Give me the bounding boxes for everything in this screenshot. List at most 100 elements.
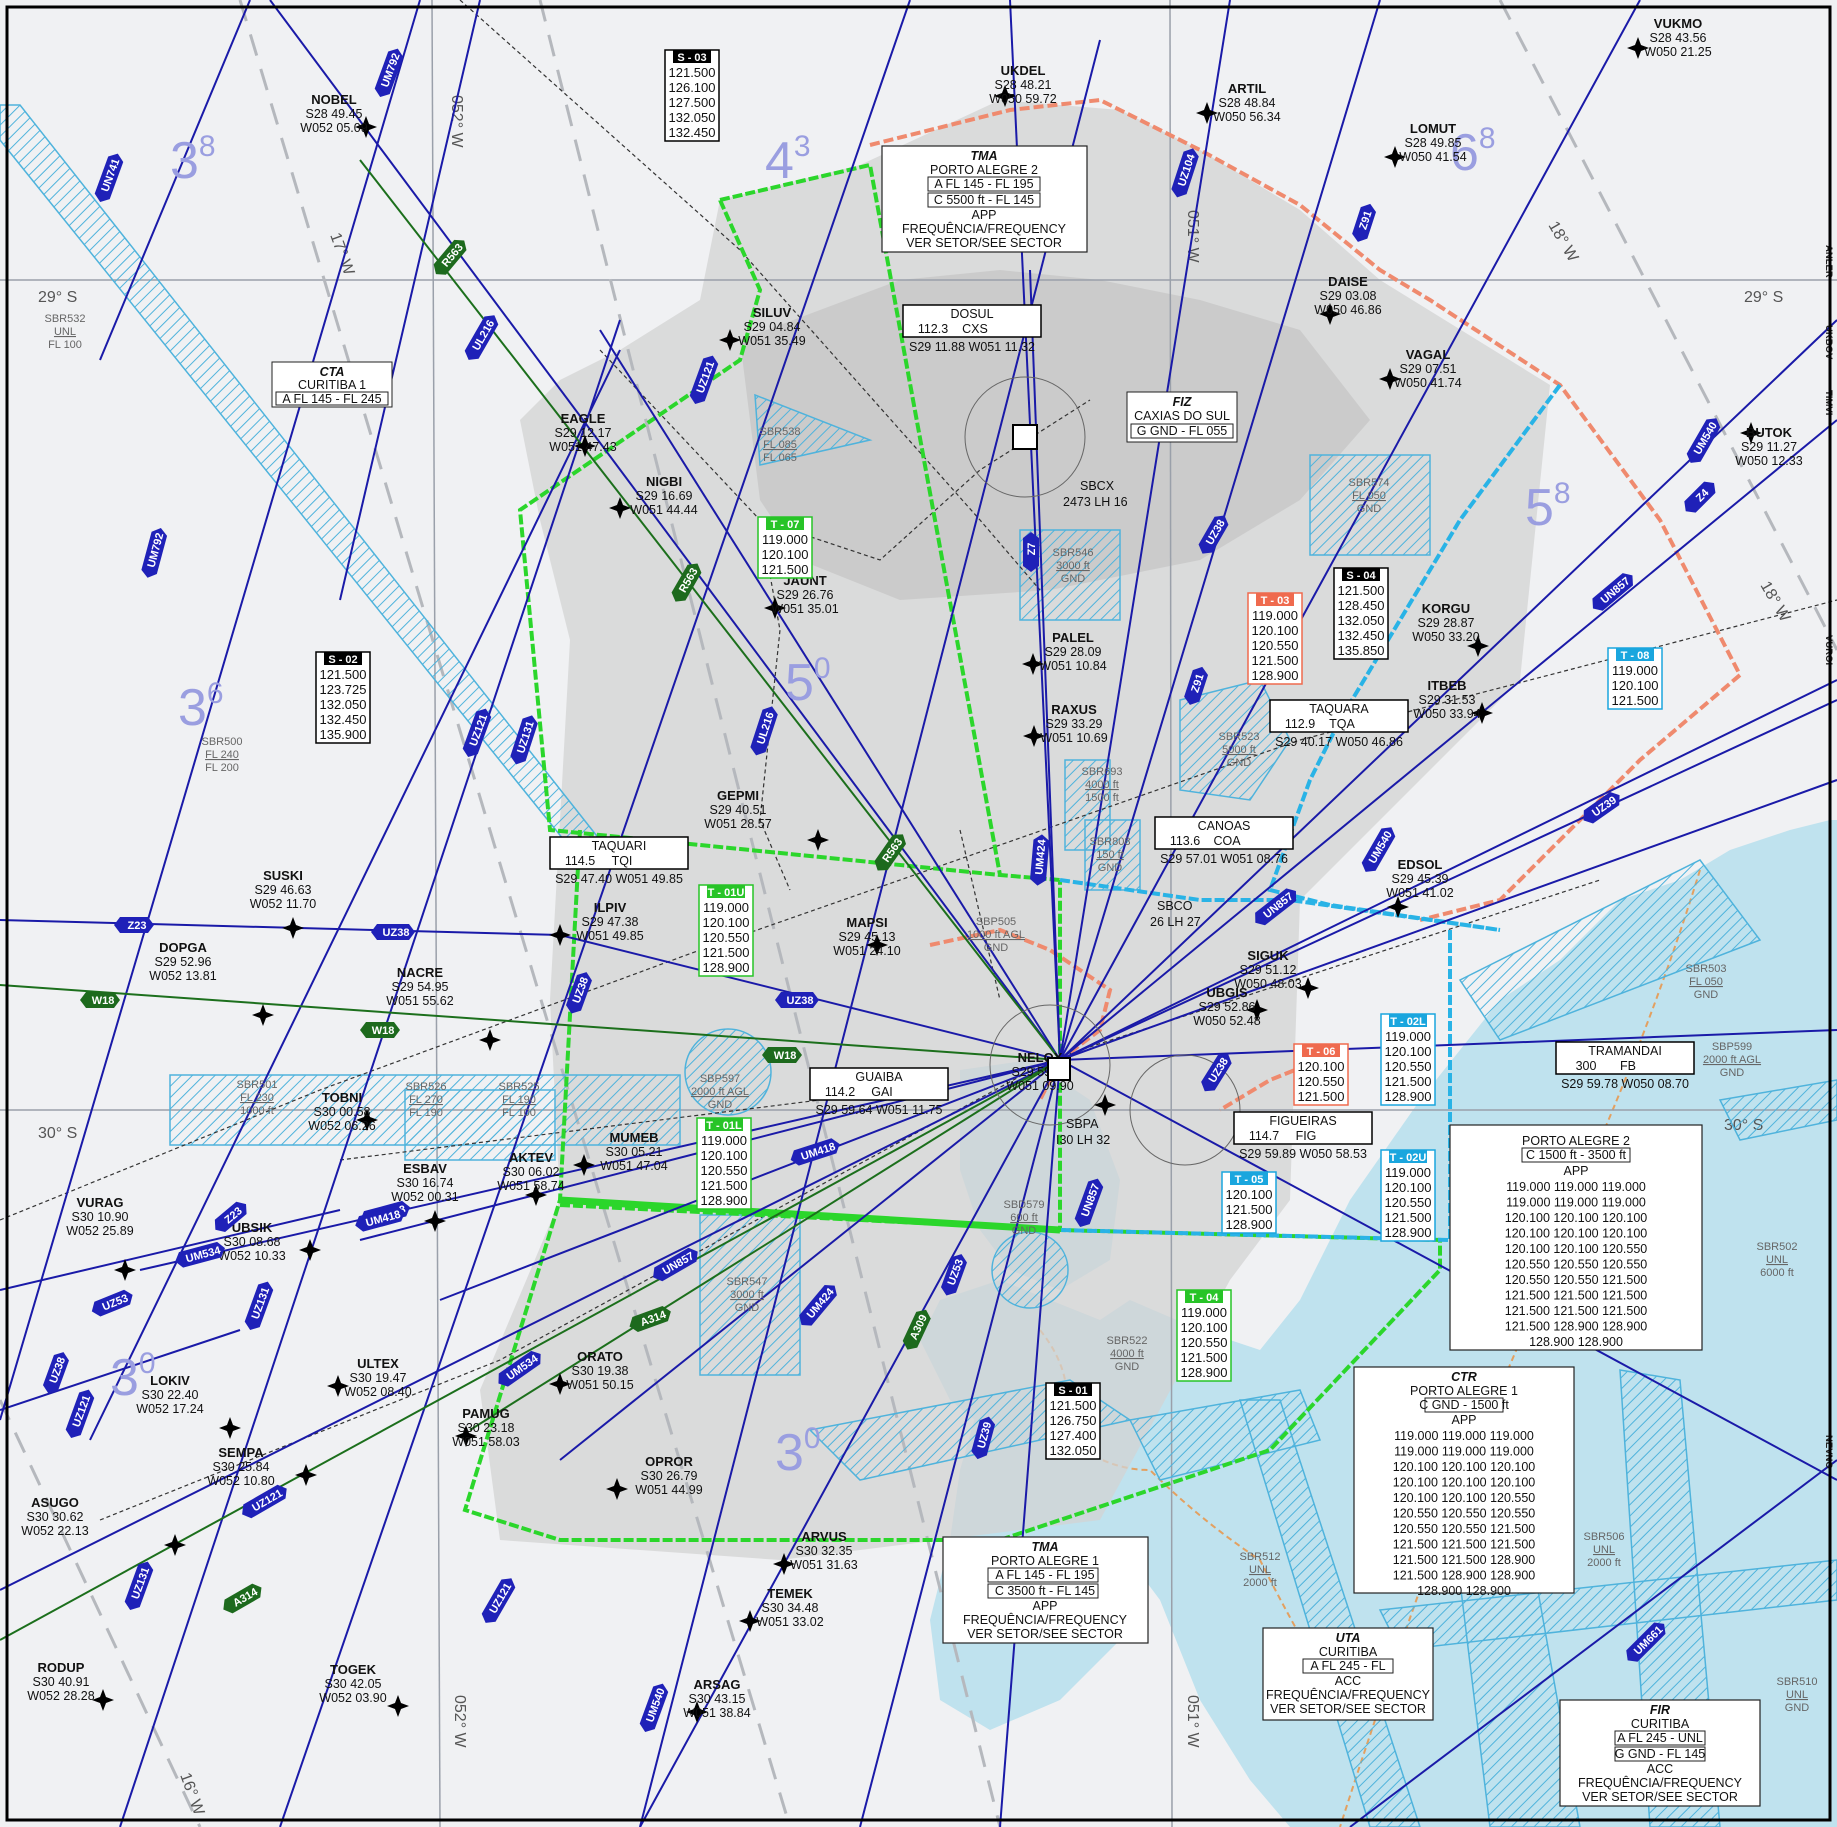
airway-id: W18 (372, 1025, 395, 1037)
svg-text:APP: APP (971, 208, 996, 222)
waypoint-lat: S29 33.29 (1046, 717, 1103, 731)
ctr-frequency-row: 120.100 120.100 120.100 (1505, 1227, 1648, 1241)
sector-frequency: 135.900 (320, 727, 367, 742)
lon-label: 052° W (448, 95, 465, 149)
svg-text:SBR502: SBR502 (1757, 1241, 1798, 1253)
waypoint-lat: S30 34.48 (762, 1601, 819, 1615)
ctr-frequency-row: 120.100 120.100 120.100 (1393, 1476, 1536, 1490)
sector-frequency: 120.100 (1226, 1187, 1273, 1202)
airway-shield-icon (1184, 666, 1209, 705)
navaid-coord: S29 11.88 W051 11.32 (909, 340, 1035, 354)
ctr-frequency-row: 120.550 120.550 121.500 (1393, 1522, 1536, 1536)
svg-text:2000 ft AGL: 2000 ft AGL (1703, 1054, 1761, 1066)
waypoint-star-icon (1379, 368, 1401, 390)
airway-uz38: UZ38 (371, 924, 415, 940)
svg-text:UNL: UNL (1766, 1254, 1788, 1266)
waypoint-star-icon (295, 1464, 317, 1486)
sector-id: S - 03 (677, 52, 706, 64)
svg-text:FL 085: FL 085 (763, 439, 797, 451)
waypoint-star-icon (609, 497, 631, 519)
waypoint-star-icon (807, 829, 829, 851)
svg-text:PORTO ALEGRE 1: PORTO ALEGRE 1 (1410, 1384, 1518, 1398)
sector-frequency: 120.100 (1612, 678, 1659, 693)
svg-text:FREQUÊNCIA/FREQUENCY: FREQUÊNCIA/FREQUENCY (963, 1612, 1128, 1627)
navaid-coord: S29 57.01 W051 08.76 (1160, 852, 1288, 866)
navaid-name: TAQUARA (1309, 702, 1369, 716)
waypoint-lon: W051 35.01 (771, 602, 838, 616)
svg-text:SBR506: SBR506 (1584, 1531, 1625, 1543)
ctr-frequency-row: 121.500 121.500 128.900 (1393, 1553, 1536, 1567)
waypoint-lon: W052 11.70 (250, 897, 317, 911)
waypoint-lon: W050 33.94 (1413, 707, 1480, 721)
waypoint-lat: S28 49.85 (1405, 136, 1462, 150)
sector-id: T - 08 (1621, 650, 1650, 662)
airway-w18: W18 (80, 992, 120, 1008)
waypoint-name: SIGUK (1247, 948, 1289, 963)
waypoint-lon: W050 52.48 (1193, 1014, 1260, 1028)
svg-text:SBCX: SBCX (1080, 479, 1115, 493)
waypoint-name: TOBNI (322, 1090, 362, 1105)
lon-label: 052° W (451, 1695, 468, 1749)
waypoint-name: ARSAG (694, 1677, 741, 1692)
svg-text:ACC: ACC (1335, 1674, 1361, 1688)
sector-s-02: S - 02121.500123.725132.050132.450135.90… (315, 651, 371, 744)
chart-frame (5, 5, 1832, 1822)
svg-text:FL 100: FL 100 (502, 1107, 536, 1119)
waypoint-name: UBSIK (232, 1220, 273, 1235)
waypoint-lon: W052 13.81 (149, 969, 216, 983)
waypoint-lat: S30 42.05 (325, 1677, 382, 1691)
svg-text:GND: GND (1098, 862, 1123, 874)
waypoint-lon: W051 24.10 (833, 944, 900, 958)
svg-text:SBR503: SBR503 (1686, 963, 1727, 975)
airport-sbcx: SBCX 2473 LH 16 (1012, 424, 1128, 509)
navaid-name: GUAIBA (855, 1070, 903, 1084)
svg-text:SBR808: SBR808 (1090, 836, 1131, 848)
svg-text:CURITIBA: CURITIBA (1631, 1717, 1690, 1731)
waypoint-lat: S28 48.21 (995, 78, 1052, 92)
svg-text:FREQUÊNCIA/FREQUENCY: FREQUÊNCIA/FREQUENCY (1266, 1687, 1431, 1702)
svg-text:SBR532: SBR532 (45, 313, 86, 325)
sector-frequency: 120.100 (701, 1148, 748, 1163)
waypoint-star-icon (355, 116, 377, 138)
airway-shield-icon (1198, 515, 1229, 554)
waypoint-name: EAGLE (561, 411, 606, 426)
waypoint-star-icon (686, 1701, 708, 1723)
tma-top-box: TMA PORTO ALEGRE 2 A FL 145 - FL 195 C 5… (881, 145, 1088, 253)
waypoint-star-icon (1196, 102, 1218, 124)
svg-text:68: 68 (1450, 122, 1496, 182)
airway-uz38: UZ38 (775, 992, 819, 1008)
svg-text:FREQUÊNCIA/FREQUENCY: FREQUÊNCIA/FREQUENCY (1578, 1775, 1743, 1790)
waypoint-lat: S29 16.69 (636, 489, 693, 503)
navaid-freq: 114.5 (565, 854, 595, 868)
svg-text:4000 ft: 4000 ft (1085, 779, 1119, 791)
sector-frequency: 132.050 (669, 110, 716, 125)
sector-frequency: 119.000 (1385, 1165, 1431, 1180)
waypoint-lat: S29 28.87 (1418, 616, 1475, 630)
svg-text:FL 190: FL 190 (502, 1094, 536, 1106)
waypoint-lat: S29 51.12 (1240, 963, 1297, 977)
ctr-frequency-row: 121.500 128.900 128.900 (1505, 1320, 1648, 1334)
waypoint-name: ORATO (577, 1349, 623, 1364)
svg-text:FIZ: FIZ (1173, 395, 1193, 409)
svg-text:UNL: UNL (1249, 1564, 1271, 1576)
waypoint-name: PAMUG (462, 1406, 509, 1421)
fiz-area (740, 270, 1370, 600)
svg-text:1000 ft: 1000 ft (240, 1105, 274, 1117)
airway-shield-icon (762, 1047, 802, 1063)
sector-frequency: 127.500 (669, 95, 716, 110)
svg-text:SBP597: SBP597 (700, 1073, 740, 1085)
